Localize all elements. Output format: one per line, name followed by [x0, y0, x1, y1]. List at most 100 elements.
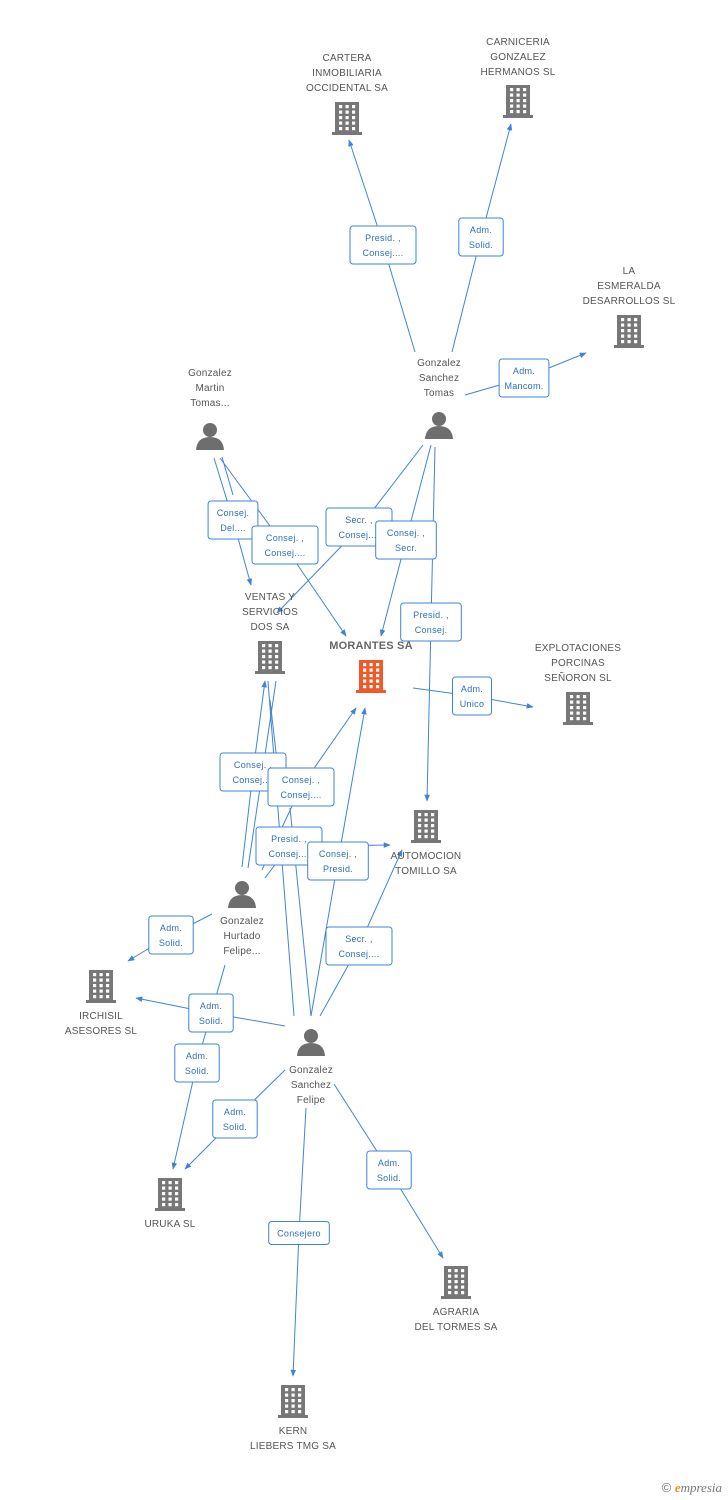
- edge-label-gst-carniceria[interactable]: Adm. Solid.: [458, 217, 504, 257]
- edge-label-gst-cartera[interactable]: Presid. , Consej....: [349, 225, 417, 265]
- edge-label-text: Consej....: [338, 949, 379, 959]
- node-label: VENTAS Y: [245, 592, 295, 603]
- person-icon: [297, 1029, 325, 1056]
- edge-label-gsf-agraria[interactable]: Adm.Solid.: [366, 1150, 412, 1190]
- edge-label-text: Consej....: [280, 790, 321, 800]
- node-kern[interactable]: KERN LIEBERS TMG SA: [250, 1385, 336, 1452]
- edge-label-text: Consej.: [217, 508, 250, 518]
- node-label: Gonzalez: [188, 368, 232, 379]
- building-icon: [614, 315, 644, 348]
- edge-label-text: Solid.: [469, 240, 493, 250]
- edge-label-ghf-uruka[interactable]: Adm.Solid.: [174, 1043, 220, 1083]
- edge-label-text: Consej. ,: [319, 849, 357, 859]
- node-label: KERN: [279, 1426, 308, 1437]
- node-label: Martin: [196, 383, 225, 394]
- edge-label-text: Adm.: [160, 923, 182, 933]
- edge-label-gsf-kern[interactable]: Consejero: [268, 1221, 330, 1245]
- edge-label-box: [212, 1099, 258, 1139]
- edge-label-ghf-morantes[interactable]: Consej. , Consej....: [267, 767, 335, 807]
- edge-label-text: Solid.: [159, 938, 183, 948]
- edge-label-box: [148, 915, 194, 955]
- edge-label-text: Adm.: [470, 225, 492, 235]
- edge-label-gst-esmeralda[interactable]: Adm.Mancom.: [498, 358, 550, 398]
- node-label: AUTOMOCION: [391, 851, 462, 862]
- node-carniceria[interactable]: CARNICERIA GONZALEZ HERMANOS SL: [481, 37, 556, 118]
- edge-label-text: Secr. ,: [345, 934, 373, 944]
- edge-label-text: Unico: [460, 699, 485, 709]
- node-label: DESARROLLOS SL: [583, 296, 676, 307]
- edge-label-box: [458, 217, 504, 257]
- edge-label-gst-morantes[interactable]: Consej. ,Secr.: [375, 520, 437, 560]
- edge-label-box: [366, 1150, 412, 1190]
- node-label: CARNICERIA: [486, 37, 550, 48]
- edge-label-ghf-irchisil[interactable]: Adm. Solid.: [148, 915, 194, 955]
- node-label: Gonzalez: [220, 916, 264, 927]
- edge-label-text: Consej....: [338, 530, 379, 540]
- edge-label-text: Solid.: [185, 1066, 209, 1076]
- node-label: DEL TORMES SA: [415, 1322, 498, 1333]
- node-label: ASESORES SL: [65, 1026, 137, 1037]
- node-label: Tomas...: [190, 398, 229, 409]
- edge-label-gmt-ventas[interactable]: Consej.Del....: [207, 500, 259, 540]
- node-label: LIEBERS TMG SA: [250, 1441, 336, 1452]
- edge-label-text: Consej....: [362, 248, 403, 258]
- building-icon: [155, 1178, 185, 1211]
- node-label: Sanchez: [291, 1080, 331, 1091]
- brand-logo[interactable]: empresia: [675, 1480, 722, 1495]
- node-label: HERMANOS SL: [481, 67, 556, 78]
- edge-label-text: Consej....: [232, 775, 273, 785]
- node-label: Tomas: [424, 388, 454, 399]
- node-label: INMOBILIARIA: [312, 68, 382, 79]
- edge-label-text: Consej. ,: [387, 528, 425, 538]
- edge-label-gsf-morantes[interactable]: Consej. , Presid.: [307, 841, 369, 881]
- building-icon: [411, 810, 441, 843]
- edge-label-gmt-morantes[interactable]: Consej. , Consej....: [251, 525, 319, 565]
- edge-label-text: Consejero: [277, 1229, 321, 1239]
- brand-name: mpresia: [680, 1480, 722, 1495]
- node-label: GONZALEZ: [490, 52, 546, 63]
- building-icon: [503, 85, 533, 118]
- node-gmt[interactable]: GonzalezMartinTomas...: [188, 368, 232, 450]
- edge-label-text: Presid.: [323, 864, 353, 874]
- edge-label-gsf-automocion[interactable]: Secr. , Consej....: [325, 926, 393, 966]
- edge-label-text: Secr. ,: [345, 515, 373, 525]
- edge-label-text: Mancom.: [504, 381, 543, 391]
- edge-label-box: [375, 520, 437, 560]
- person-icon: [228, 881, 256, 908]
- edge-label-text: Consej....: [264, 548, 305, 558]
- edge-label-gst-automocion[interactable]: Presid. ,Consej.: [400, 602, 462, 642]
- node-label: SERVICIOS: [242, 607, 298, 618]
- building-icon: [255, 641, 285, 674]
- node-label: Sanchez: [419, 373, 459, 384]
- node-agraria[interactable]: AGRARIA DEL TORMES SA: [415, 1266, 498, 1333]
- edge-label-box: [251, 525, 319, 565]
- node-morantes[interactable]: MORANTES SA: [329, 640, 413, 693]
- node-label: Felipe...: [223, 946, 260, 957]
- edge-label-text: Solid.: [223, 1122, 247, 1132]
- edge-label-text: Consej. ,: [266, 533, 304, 543]
- edge-label-text: Consej. ,: [282, 775, 320, 785]
- edge-label-box: [307, 841, 369, 881]
- edge-label-text: Adm.: [378, 1158, 400, 1168]
- edge-label-text: Adm.: [224, 1107, 246, 1117]
- node-label: AGRARIA: [433, 1307, 480, 1318]
- edge-label-morantes-explotaciones[interactable]: Adm.Unico: [452, 676, 492, 716]
- edge-label-box: [268, 1221, 330, 1245]
- copyright-notice: © empresia: [662, 1480, 722, 1496]
- node-label: Felipe: [297, 1095, 326, 1106]
- edge-label-gsf-irchisil[interactable]: Adm.Solid.: [188, 993, 234, 1033]
- copyright-symbol: ©: [661, 1480, 672, 1495]
- edge-label-gsf-uruka[interactable]: Adm. Solid.: [212, 1099, 258, 1139]
- node-uruka[interactable]: URUKA SL: [144, 1178, 196, 1230]
- node-ghf[interactable]: GonzalezHurtadoFelipe...: [220, 881, 264, 957]
- edge-label-text: Presid. ,: [365, 233, 401, 243]
